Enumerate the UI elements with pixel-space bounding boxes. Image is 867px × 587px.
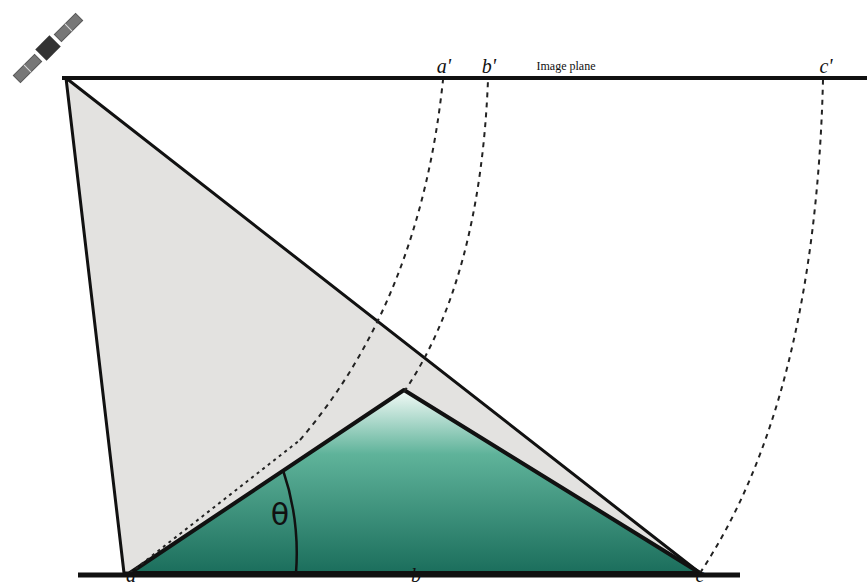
plane-label: Image plane: [537, 60, 596, 72]
satellite-icon: [11, 11, 85, 85]
image-plane-line: [62, 76, 867, 80]
point-label: a': [437, 56, 451, 76]
projection-arc: [700, 80, 823, 573]
point-label: b: [411, 565, 421, 585]
mountain: [130, 390, 700, 573]
point-label: c: [696, 565, 705, 585]
point-label: c': [819, 56, 832, 76]
point-label: a: [126, 565, 136, 585]
ground-line: [78, 573, 740, 578]
point-label: b': [482, 56, 496, 76]
projection-arc: [404, 80, 488, 392]
angle-label: θ: [271, 500, 289, 530]
view-triangle: [66, 78, 700, 573]
projection-ray: [130, 440, 300, 573]
projection-arc: [300, 80, 443, 440]
